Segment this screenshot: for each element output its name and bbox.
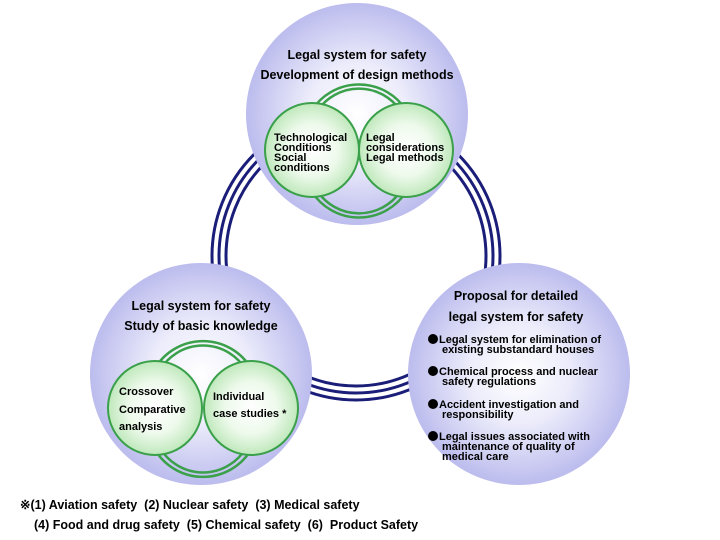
top-right-circle-text: Legal considerations Legal methods <box>366 132 445 164</box>
bullet-icon <box>428 334 438 344</box>
bullet-icon <box>428 399 438 409</box>
bottom-right-title: Proposal for detailed legal system for s… <box>411 286 621 328</box>
list-item: Legal issues associated with maintenance… <box>428 431 591 463</box>
bottom-left-title-line2: Study of basic knowledge <box>124 319 278 333</box>
list-item: Legal system for elimination of existing… <box>428 334 601 356</box>
top-venn <box>264 83 454 219</box>
list-item-text: existing substandard houses <box>442 344 595 356</box>
list-item: Accident investigation and responsibilit… <box>428 399 579 421</box>
bottom-left-left-circle-text: Crossover Comparative analysis <box>119 384 186 437</box>
circle-text-line: Comparative <box>119 403 186 416</box>
circle-text-line: Legal <box>366 132 395 144</box>
circle-text-line: analysis <box>119 421 163 433</box>
bullet-icon <box>428 366 438 376</box>
circle-text-line: Crossover <box>119 386 174 398</box>
circle-text-line: Legal methods <box>366 152 444 164</box>
circle-text-line: conditions <box>274 162 330 174</box>
bullet-icon <box>428 431 438 441</box>
footnote-line1: ※(1) Aviation safety (2) Nuclear safety … <box>20 498 360 512</box>
bottom-left-venn <box>107 339 299 479</box>
circle-text-line: considerations <box>366 142 445 154</box>
circle-text-line: Social <box>274 152 307 164</box>
circle-text-line: Technological <box>274 132 348 144</box>
list-item-text: safety regulations <box>442 376 537 388</box>
list-item-text: Legal issues associated with <box>439 431 591 443</box>
circle-text-line: Individual <box>213 391 265 403</box>
bottom-left-title: Legal system for safety Study of basic k… <box>96 296 306 336</box>
list-item-text: medical care <box>442 451 509 463</box>
list-item: Chemical process and nuclear safety regu… <box>428 366 598 388</box>
list-item-text: maintenance of quality of <box>442 441 575 453</box>
footnote-line2: (4) Food and drug safety (5) Chemical sa… <box>34 518 419 532</box>
list-item-text: Accident investigation and <box>439 399 579 411</box>
bottom-left-title-line1: Legal system for safety <box>131 299 271 313</box>
list-item-text: Chemical process and nuclear <box>439 366 598 378</box>
top-title-line2: Development of design methods <box>260 68 454 82</box>
bottom-right-title-line2: legal system for safety <box>448 310 584 324</box>
circle-text-line: case studies * <box>213 408 287 420</box>
top-title: Legal system for safety Development of d… <box>237 45 477 85</box>
bottom-left-right-circle-text: Individual case studies * <box>213 389 286 423</box>
top-title-line1: Legal system for safety <box>287 48 427 62</box>
bottom-right-circle <box>408 263 630 485</box>
circle-text-line: Conditions <box>274 142 332 154</box>
bottom-right-title-line1: Proposal for detailed <box>453 289 579 303</box>
top-left-circle-text: Technological Conditions Social conditio… <box>274 132 348 174</box>
list-item-text: Legal system for elimination of <box>439 334 601 346</box>
list-item-text: responsibility <box>442 409 514 421</box>
